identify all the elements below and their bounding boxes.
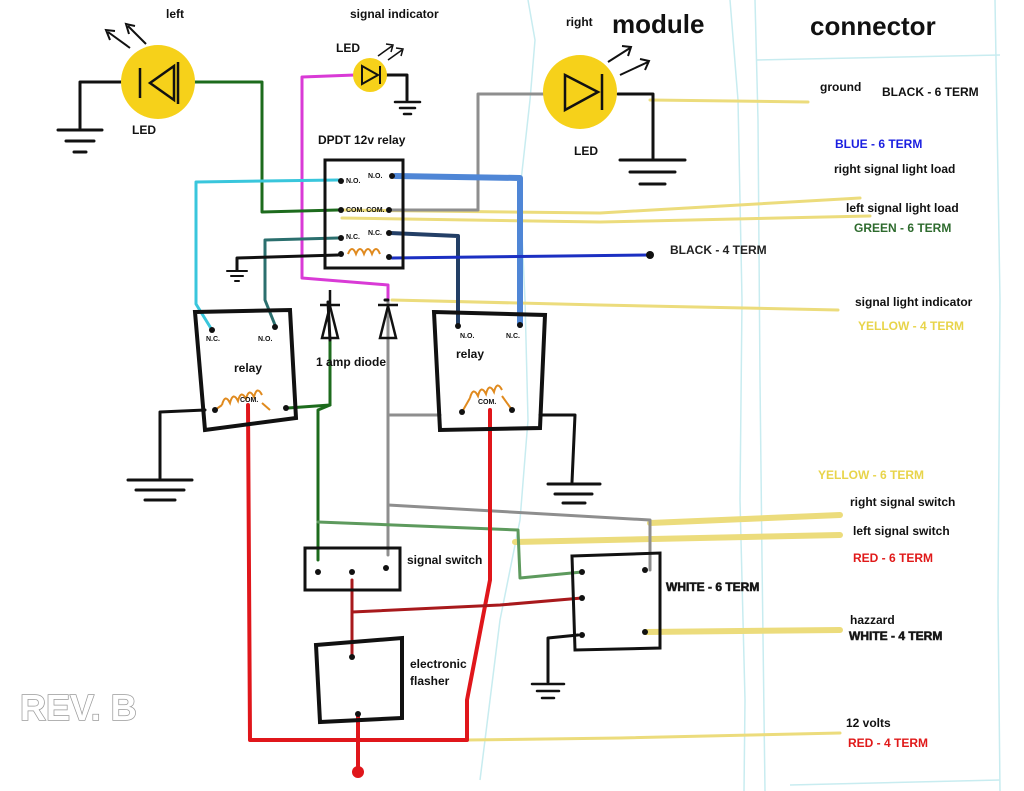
black-wires bbox=[78, 73, 655, 684]
left-switch-label: left signal switch bbox=[853, 524, 950, 538]
left-led bbox=[104, 22, 195, 119]
blue6-label: BLUE - 6 TERM bbox=[835, 137, 922, 151]
volts-label: 12 volts bbox=[846, 716, 891, 730]
red-wires bbox=[246, 403, 492, 772]
navy-wire bbox=[388, 231, 460, 328]
signal-switch-label: signal switch bbox=[407, 553, 482, 567]
dpdt-no1: N.O. bbox=[346, 178, 360, 185]
signal-led-tag: LED bbox=[336, 41, 360, 55]
diode-left bbox=[320, 290, 340, 340]
flasher-label-2: flasher bbox=[410, 674, 450, 688]
right-relay-com: COM. bbox=[478, 399, 496, 406]
dpdt-relay bbox=[323, 158, 405, 270]
light-blue-wire bbox=[392, 173, 523, 328]
red6-label: RED - 6 TERM bbox=[853, 551, 933, 565]
left-load-label: left signal light load bbox=[846, 201, 959, 215]
electronic-flasher bbox=[313, 635, 404, 725]
indicator-label: signal light indicator bbox=[855, 295, 973, 309]
ground-symbol bbox=[546, 482, 602, 505]
module-header: module bbox=[612, 9, 704, 39]
right-led bbox=[543, 45, 651, 129]
dpdt-title: DPDT 12v relay bbox=[318, 133, 406, 147]
teal-wire bbox=[263, 236, 340, 327]
diode-right bbox=[378, 303, 398, 340]
yellow-thick-wires bbox=[512, 512, 843, 635]
dpdt-com: COM. COM. bbox=[346, 207, 385, 214]
black6-label: BLACK - 6 TERM bbox=[882, 85, 979, 99]
signal-led bbox=[353, 43, 404, 92]
blue-wire bbox=[390, 253, 652, 260]
diode-label: 1 amp diode bbox=[316, 355, 386, 369]
gray-wires bbox=[386, 92, 652, 572]
power-terminal-dot bbox=[352, 766, 364, 778]
ground-symbol bbox=[56, 128, 104, 154]
right-led-tag: LED bbox=[574, 144, 598, 158]
yellow4-label: YELLOW - 4 TERM bbox=[858, 319, 964, 333]
left-relay-title: relay bbox=[234, 361, 262, 375]
left-relay-com: COM. bbox=[240, 397, 258, 404]
hazzard-label: hazzard bbox=[850, 613, 895, 627]
magenta-wire bbox=[300, 73, 390, 302]
cyan-wire bbox=[194, 178, 340, 332]
hazard-switch-label: WHITE - 6 TERM bbox=[666, 580, 759, 594]
right-relay-no: N.O. bbox=[460, 333, 474, 340]
black4-terminal-dot bbox=[646, 251, 654, 259]
dpdt-nc2: N.C. bbox=[368, 230, 382, 237]
connector-header: connector bbox=[810, 11, 936, 41]
signal-led-caption: signal indicator bbox=[350, 7, 439, 21]
green6-label: GREEN - 6 TERM bbox=[854, 221, 951, 235]
dpdt-no2: N.O. bbox=[368, 173, 382, 180]
right-led-caption: right bbox=[566, 15, 593, 29]
right-load-label: right signal light load bbox=[834, 162, 955, 176]
right-relay bbox=[431, 309, 548, 433]
revision-label: REV. B bbox=[20, 687, 137, 728]
ground-symbol bbox=[618, 158, 687, 186]
right-switch-label: right signal switch bbox=[850, 495, 955, 509]
left-led-caption: left bbox=[166, 7, 184, 21]
ground-symbol bbox=[226, 270, 248, 282]
left-relay-nc: N.C. bbox=[206, 336, 220, 343]
right-relay-nc: N.C. bbox=[506, 333, 520, 340]
black4-label: BLACK - 4 TERM bbox=[670, 243, 767, 257]
flasher-label-1: electronic bbox=[410, 657, 467, 671]
ground-label: ground bbox=[820, 80, 861, 94]
module-connector-dividers bbox=[479, 0, 1001, 791]
dpdt-nc1: N.C. bbox=[346, 234, 360, 241]
left-relay-no: N.O. bbox=[258, 336, 272, 343]
olive-wire bbox=[316, 520, 584, 580]
right-relay-title: relay bbox=[456, 347, 484, 361]
ground-symbol bbox=[530, 682, 566, 700]
green-wires bbox=[193, 80, 340, 562]
hazard-switch bbox=[570, 551, 662, 652]
yellow-wires bbox=[338, 98, 872, 742]
left-led-tag: LED bbox=[132, 123, 156, 137]
yellow6-label: YELLOW - 6 TERM bbox=[818, 468, 924, 482]
white4-label: WHITE - 4 TERM bbox=[849, 629, 942, 643]
red4-label: RED - 4 TERM bbox=[848, 736, 928, 750]
left-relay bbox=[192, 307, 299, 433]
signal-switch bbox=[303, 546, 402, 592]
ground-symbol bbox=[126, 478, 194, 502]
ground-symbol bbox=[393, 100, 422, 116]
